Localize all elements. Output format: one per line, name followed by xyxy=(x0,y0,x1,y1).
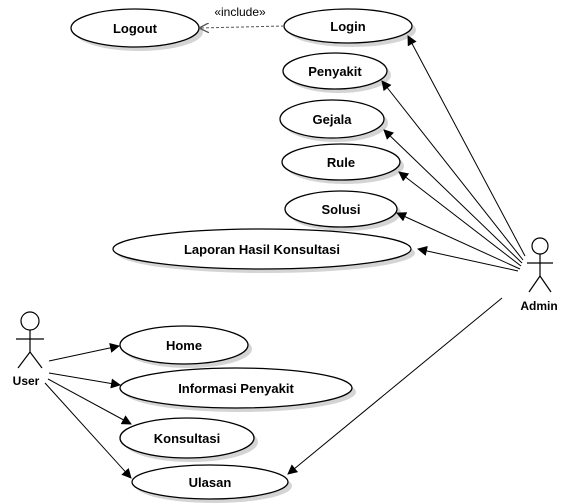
use-case-penyakit: Penyakit xyxy=(282,52,391,93)
user-informasi-arrow xyxy=(48,372,121,389)
user-ulasan-arrow xyxy=(44,382,132,479)
use-case-gejala-label: Gejala xyxy=(312,112,352,127)
admin-gejala-arrow xyxy=(383,129,523,264)
user-label: User xyxy=(13,374,40,388)
use-case-logout: Logout xyxy=(70,8,203,51)
admin-rule-arrow xyxy=(398,171,522,267)
admin-label: Admin xyxy=(520,299,557,313)
use-case-gejala: Gejala xyxy=(279,99,388,142)
admin-solusi-arrow xyxy=(396,212,521,270)
include-arrow xyxy=(200,26,285,28)
use-case-home: Home xyxy=(119,325,252,368)
actor-user: User xyxy=(13,311,44,388)
use-case-ulasan-label: Ulasan xyxy=(189,475,232,490)
use-case-informasi-penyakit: Informasi Penyakit xyxy=(119,367,356,412)
use-case-konsultasi-label: Konsultasi xyxy=(154,431,220,446)
use-case-konsultasi: Konsultasi xyxy=(119,417,258,462)
use-case-penyakit-label: Penyakit xyxy=(308,64,362,79)
use-case-laporan-hasil-konsultasi: Laporan Hasil Konsultasi xyxy=(112,228,415,273)
actor-admin: Admin xyxy=(520,237,558,313)
use-case-laporan-label: Laporan Hasil Konsultasi xyxy=(184,242,340,257)
user-stick-figure-icon xyxy=(16,311,44,369)
use-case-rule: Rule xyxy=(281,143,404,184)
admin-stick-figure-icon xyxy=(527,237,553,293)
use-case-informasi-label: Informasi Penyakit xyxy=(178,381,294,396)
use-case-solusi: Solusi xyxy=(284,190,401,231)
use-case-login: Login xyxy=(283,8,416,47)
user-home-arrow xyxy=(48,342,120,362)
user-konsultasi-arrow xyxy=(47,378,132,425)
admin-laporan-arrow xyxy=(417,246,519,272)
use-case-solusi-label: Solusi xyxy=(321,202,360,217)
use-case-ulasan: Ulasan xyxy=(131,464,292,503)
admin-ulasan-arrow xyxy=(287,297,503,475)
admin-penyakit-arrow xyxy=(381,80,524,261)
use-case-login-label: Login xyxy=(330,19,365,34)
include-stereotype-label: «include» xyxy=(214,5,266,19)
admin-login-arrow xyxy=(407,35,526,257)
use-case-logout-label: Logout xyxy=(113,21,158,36)
use-case-home-label: Home xyxy=(166,338,202,353)
use-case-rule-label: Rule xyxy=(327,155,355,170)
